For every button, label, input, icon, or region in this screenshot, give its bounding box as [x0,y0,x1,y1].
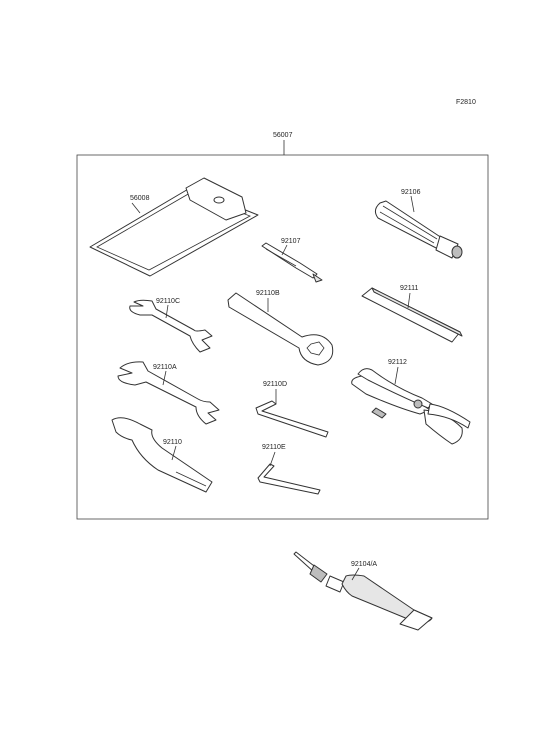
hex-key-d-part[interactable]: 92110D [255,381,329,438]
figure-code: F2810 [456,99,476,106]
tool-bag-part[interactable]: 56008 [89,177,259,277]
label-hex-key-e: 92110E [262,444,286,451]
grease-tube-part[interactable]: 92104/A [293,551,433,631]
label-pliers: 92112 [388,359,407,366]
open-end-wrench-c-part[interactable]: 92110C [129,298,213,353]
label-ring-wrench: 92110B [256,290,280,297]
label-hook-wrench: 92110 [163,439,182,446]
label-wrench-a: 92110A [153,364,177,371]
pliers-part[interactable]: 92112 [351,359,471,445]
hook-wrench-part[interactable]: 92110 [111,417,213,493]
kit-frame [76,154,489,520]
label-bag: 56008 [130,195,150,202]
screwdriver-handle-part[interactable]: 92106 [374,189,463,259]
open-end-wrench-a-part[interactable]: 92110A [117,361,220,425]
ring-wrench-part[interactable]: 92110B [227,290,334,366]
extension-part[interactable]: 92111 [361,285,463,343]
label-hex-key-d: 92110D [263,381,287,388]
label-extension: 92111 [400,285,419,292]
label-screwdriver-handle: 92106 [401,189,421,196]
label-grease: 92104/A [351,561,377,568]
label-wrench-c: 92110C [156,298,180,305]
screwdriver-bit-part[interactable]: 92107 [261,238,323,283]
label-screwdriver-bit: 92107 [281,238,301,245]
hex-key-e-part[interactable]: 92110E [257,444,321,495]
label-kit: 56007 [273,132,293,139]
